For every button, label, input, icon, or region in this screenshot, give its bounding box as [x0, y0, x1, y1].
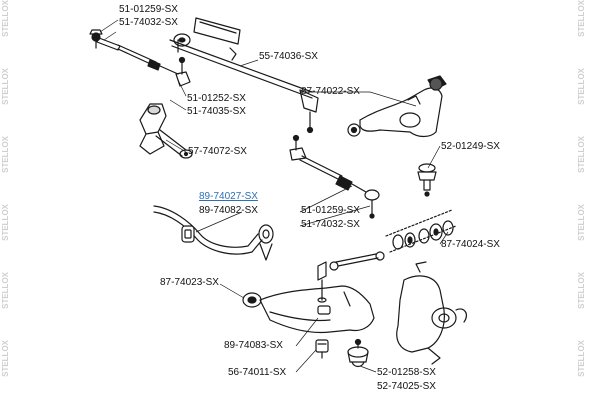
lower-bushing [315, 339, 329, 359]
part-label: 51-01252-SX [187, 93, 246, 104]
part-label: 51-01259-SX [301, 205, 360, 216]
idler-arm [139, 103, 193, 159]
part-label: 87-74023-SX [160, 277, 219, 288]
tie-rod-end-right [289, 134, 380, 219]
part-label: 89-74083-SX [224, 340, 283, 351]
upper-ball-joint [417, 163, 437, 197]
part-label: 56-74011-SX [228, 367, 287, 378]
stabilizer-link [317, 251, 385, 303]
leader-lines [99, 19, 449, 373]
part-label: 51-74035-SX [187, 106, 246, 117]
part-label: 51-74032-SX [119, 17, 178, 28]
upper-control-arm [347, 75, 447, 138]
steering-knuckle [396, 261, 468, 365]
part-label: 55-74036-SX [259, 51, 318, 62]
part-label: 52-01258-SX [377, 367, 436, 378]
part-label: 57-74072-SX [188, 146, 247, 157]
part-label: 51-74032-SX [301, 219, 360, 230]
stabilizer-bushing [181, 225, 195, 243]
part-label-highlighted[interactable]: 89-74027-SX [199, 191, 258, 202]
part-label: 52-01249-SX [441, 141, 500, 152]
lower-ball-joint [347, 338, 369, 368]
part-label: 89-74082-SX [199, 205, 258, 216]
stabilizer-bar [153, 205, 274, 261]
part-label: 87-74024-SX [441, 239, 500, 250]
part-label: 87-74022-SX [301, 86, 360, 97]
part-label: 51-01259-SX [119, 4, 178, 15]
lower-control-arm [242, 285, 375, 334]
bushing-kit [385, 209, 457, 253]
tie-rod-end-upper-left [89, 29, 179, 75]
part-label: 52-74025-SX [377, 381, 436, 392]
center-link [169, 17, 319, 134]
tie-rod-end-small [175, 56, 191, 87]
